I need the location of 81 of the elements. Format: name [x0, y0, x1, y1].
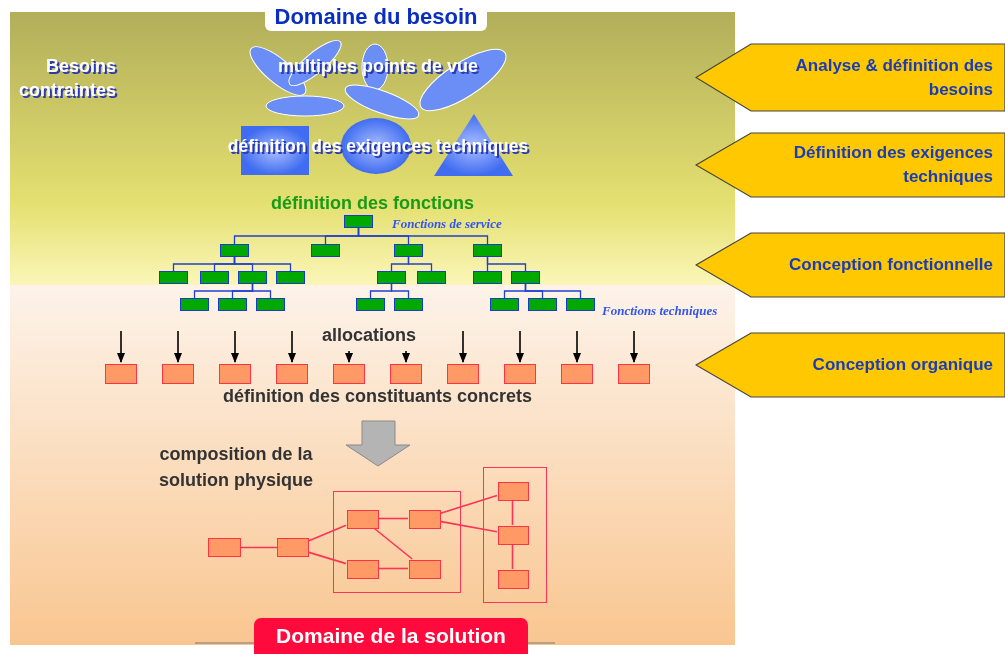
function-box: [417, 271, 446, 284]
function-box: [566, 298, 595, 311]
connector-line: [390, 283, 410, 299]
function-box: [473, 244, 502, 257]
function-box: [220, 244, 249, 257]
connector-line: [439, 494, 498, 515]
arrow: [516, 330, 524, 363]
component-box: [504, 364, 536, 384]
component-box: [561, 364, 593, 384]
group-frame: [333, 491, 461, 593]
component-box: [277, 538, 309, 557]
level-label: Fonctions de service: [392, 216, 503, 232]
connector-line: [251, 283, 272, 299]
function-box: [356, 298, 385, 311]
component-box: [498, 526, 529, 545]
title-banner: Domaine de la solution: [254, 618, 528, 654]
component-box: [276, 364, 308, 384]
function-box: [473, 271, 502, 284]
phase-banner: Conception organique: [695, 332, 1005, 398]
function-box: [200, 271, 229, 284]
connector-line: [308, 551, 347, 565]
component-box: [409, 560, 441, 579]
phase-banner: Définition des exigences techniques: [695, 132, 1005, 198]
arrow: [345, 350, 353, 363]
connector-line: [372, 527, 414, 560]
connector-line: [377, 517, 409, 520]
group-frame: [483, 467, 547, 603]
connector-line: [511, 499, 514, 526]
section-label: allocations: [322, 325, 418, 345]
function-box: [238, 271, 267, 284]
arrow: [402, 350, 410, 363]
function-box: [511, 271, 540, 284]
function-box: [490, 298, 519, 311]
connector-line: [486, 256, 527, 272]
component-box: [447, 364, 479, 384]
function-box: [276, 271, 305, 284]
connector-line: [511, 543, 514, 570]
phase-banner: Conception fonctionnelle: [695, 232, 1005, 298]
level-label: Fonctions techniques: [602, 303, 719, 319]
component-box: [390, 364, 422, 384]
connector-line: [357, 227, 489, 245]
connector-line: [240, 546, 278, 549]
component-box: [347, 560, 379, 579]
arrow: [573, 330, 581, 363]
function-box: [180, 298, 209, 311]
component-box: [618, 364, 650, 384]
section-label: définition des constituants concrets: [221, 386, 533, 407]
component-box: [219, 364, 251, 384]
section-label: composition de la solution physique: [158, 443, 314, 492]
function-box: [394, 244, 423, 257]
function-box: [344, 215, 373, 228]
component-box: [162, 364, 194, 384]
connector-line: [377, 567, 409, 570]
function-box: [218, 298, 247, 311]
function-box: [159, 271, 188, 284]
function-box: [256, 298, 285, 311]
component-box: [333, 364, 365, 384]
connector-line: [524, 283, 582, 299]
connector-line: [407, 256, 433, 272]
arrow: [231, 330, 239, 363]
side-label: Besoins contraintes: [17, 55, 116, 102]
connector-line: [308, 524, 347, 542]
component-box: [208, 538, 241, 557]
component-box: [105, 364, 137, 384]
arrow: [117, 330, 125, 363]
arrow: [630, 330, 638, 363]
connector-line: [439, 520, 498, 533]
component-box: [347, 510, 379, 529]
function-box: [528, 298, 557, 311]
function-box: [377, 271, 406, 284]
phase-banner: Analyse & définition des besoins: [695, 43, 1005, 112]
component-box: [409, 510, 441, 529]
arrow: [174, 330, 182, 363]
component-box: [498, 482, 529, 501]
component-box: [498, 570, 529, 589]
arrow: [459, 330, 467, 363]
arrow: [288, 330, 296, 363]
function-box: [394, 298, 423, 311]
section-label: définition des fonctions: [270, 193, 475, 214]
connector-line: [233, 256, 292, 272]
function-box: [311, 244, 340, 257]
